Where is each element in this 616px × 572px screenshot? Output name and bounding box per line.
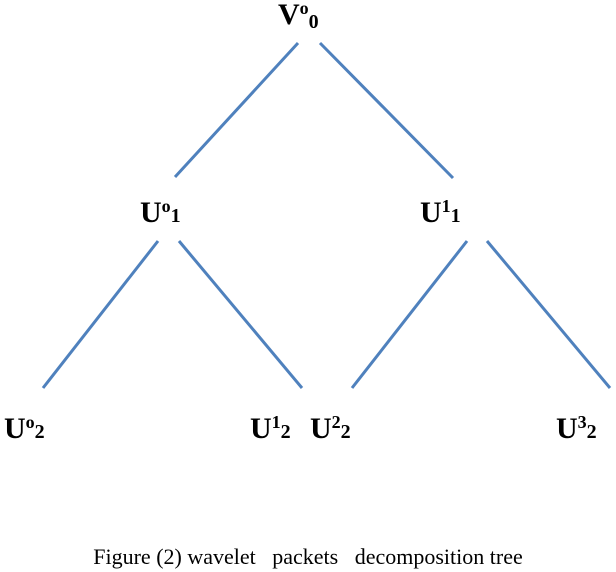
tree-edges — [41, 41, 612, 389]
node-u0_2-sub: 2 — [35, 421, 45, 443]
node-v0_0-sub: 0 — [309, 11, 319, 33]
node-u1_2-sub: 2 — [281, 421, 291, 443]
node-u0_2-sup: o — [26, 412, 35, 432]
node-u1_1-base: U — [420, 196, 442, 229]
node-v0_0-base: V — [278, 0, 300, 31]
node-u0_1-sup: o — [162, 196, 171, 216]
node-u1_1: U11 — [420, 196, 461, 229]
tree-nodes: Vo0 Uo1 U11 Uo2 U12 U22 U32 — [4, 0, 597, 445]
node-u0_2: Uo2 — [4, 412, 45, 445]
node-u0_1-sub: 1 — [171, 205, 181, 227]
node-v0_0: Vo0 — [278, 0, 319, 33]
node-u2_2-sub: 2 — [341, 421, 351, 443]
node-u2_2-base: U — [310, 412, 332, 445]
node-u3_2: U32 — [556, 412, 597, 445]
node-u3_2-base: U — [556, 412, 578, 445]
node-u1_1-sub: 1 — [451, 205, 461, 227]
edge-v0_0-u0_1 — [173, 41, 300, 179]
node-u2_2: U22 — [310, 412, 351, 445]
node-u1_1-sup: 1 — [442, 196, 451, 216]
node-u3_2-sub: 2 — [587, 421, 597, 443]
node-u0_2-base: U — [4, 412, 26, 445]
edge-v0_0-u1_1 — [318, 41, 455, 180]
node-u1_2: U12 — [250, 412, 291, 445]
node-u2_2-sup: 2 — [332, 412, 341, 432]
edge-u0_1-u0_2 — [41, 240, 160, 389]
node-u0_1: Uo1 — [140, 196, 181, 229]
node-u1_2-sup: 1 — [272, 412, 281, 432]
edge-u0_1-u1_2 — [177, 240, 304, 389]
figure-caption: Figure (2) wavelet packets decomposition… — [93, 544, 522, 569]
edge-u1_1-u2_2 — [350, 240, 469, 389]
node-v0_0-sup: o — [300, 0, 309, 18]
node-u1_2-base: U — [250, 412, 272, 445]
node-u0_1-base: U — [140, 196, 162, 229]
edge-u1_1-u3_2 — [485, 240, 612, 389]
node-u3_2-sup: 3 — [578, 412, 587, 432]
